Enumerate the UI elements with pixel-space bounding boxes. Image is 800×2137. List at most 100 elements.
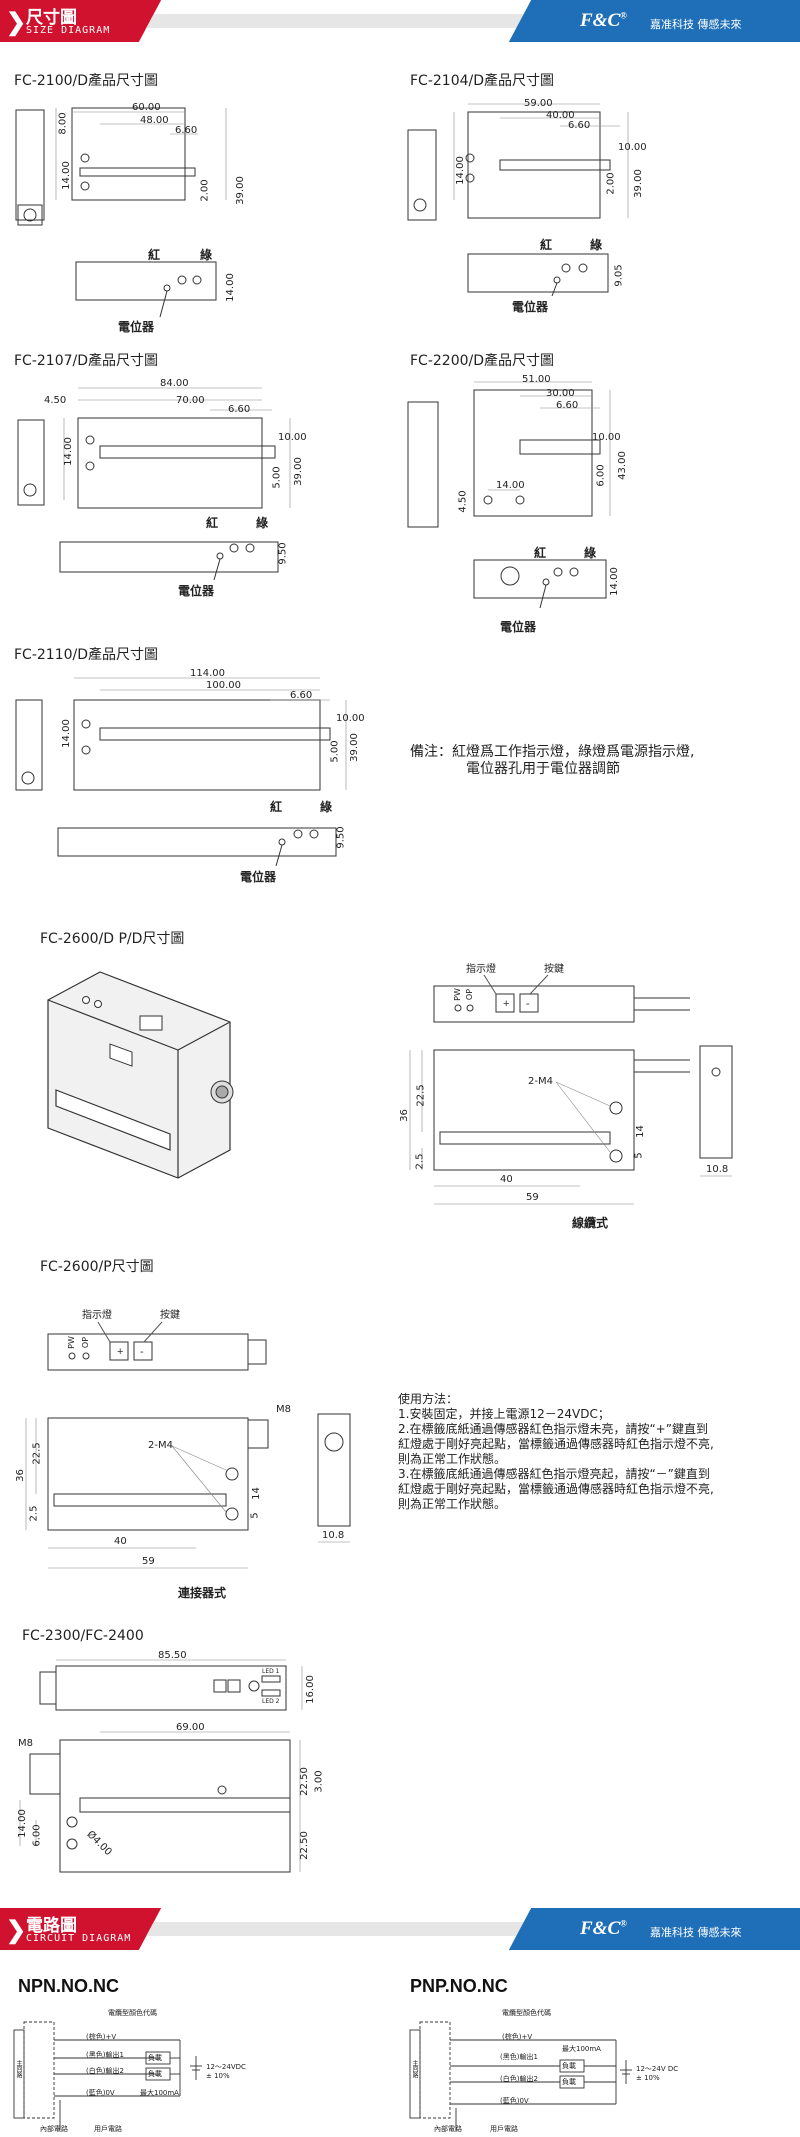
fc2600p-connector-label: 連接器式 <box>178 1586 227 1600</box>
npn-main-label: 主回路 <box>15 2060 22 2078</box>
npn-brown: (棕色)+V <box>86 2033 117 2041</box>
fc2300-dim-69: 69.00 <box>176 1722 205 1733</box>
fc2107-dim-10: 10.00 <box>278 432 307 443</box>
usage-step: 3.在標籤底紙通過傳感器紅色指示燈亮起，請按“－”鍵直到 <box>398 1467 710 1481</box>
fc2107-dim-70: 70.00 <box>176 395 205 406</box>
npn-title: NPN.NO.NC <box>18 1976 120 1996</box>
section-subtitle: SIZE DIAGRAM <box>26 25 111 36</box>
fc2110-dim-114: 114.00 <box>190 668 225 679</box>
fc2600p-dim-40: 40 <box>114 1536 127 1547</box>
fc2300-led2-label: LED 2 <box>262 1698 280 1705</box>
usage-step: 則為正常工作狀態。 <box>398 1452 507 1466</box>
fc2200-dim-6.6: 6.60 <box>556 400 579 411</box>
fc2200-dim-51: 51.00 <box>522 374 551 385</box>
usage-instructions: 使用方法： 1.安裝固定，并接上電源12－24VDC； 2.在標籤底紙通過傳感器… <box>398 1392 714 1512</box>
fc2300-led1-label: LED 1 <box>262 1668 280 1675</box>
fc2110-dim-6.6: 6.60 <box>290 690 313 701</box>
pnp-max: 最大100mA <box>562 2045 601 2053</box>
npn-white: (白色)輸出2 <box>86 2067 124 2075</box>
fc2600dp-key-label: 按鍵 <box>544 964 564 975</box>
npn-black: (黑色)輸出1 <box>86 2051 124 2059</box>
fc2110-dim-100: 100.00 <box>206 680 241 691</box>
fc2104-dim-6.6: 6.60 <box>568 120 591 131</box>
npn-tolerance: ± 10% <box>206 2072 230 2080</box>
fc2600p-dim-10.8: 10.8 <box>322 1530 345 1541</box>
fc2600p-m8-label: M8 <box>276 1404 291 1415</box>
section-title: 電路圖 <box>26 1916 77 1936</box>
fc2104-red-label: 紅 <box>540 238 553 252</box>
fc2104-dim-10: 10.00 <box>618 142 647 153</box>
npn-color-code: 電纜型顏色代碼 <box>108 2009 157 2017</box>
fc2200-dim-14: 14.00 <box>496 480 525 491</box>
fc2600dp-indicator-label: 指示燈 <box>466 964 496 975</box>
fc2107-green-label: 綠 <box>256 516 269 530</box>
svg-text:-: - <box>526 998 530 1010</box>
usage-step: 2.在標籤底紙通過傳感器紅色指示燈未亮，請按“+”鍵直到 <box>398 1422 708 1436</box>
fc2104-pot-label: 電位器 <box>512 300 549 314</box>
pnp-load-2: 負載 <box>562 2078 576 2086</box>
fc2104-dim-40: 40.00 <box>546 110 575 121</box>
fc2300-dim-85.5: 85.50 <box>158 1650 187 1661</box>
fc2200-red-label: 紅 <box>534 546 547 560</box>
fc2600p-dim-59: 59 <box>142 1556 155 1567</box>
fc2200-dim-10: 10.00 <box>592 432 621 443</box>
pnp-supply: 12～24V DC <box>636 2065 679 2073</box>
fc2200-dim-30: 30.00 <box>546 388 575 399</box>
fc2110-red-label: 紅 <box>270 800 283 814</box>
fc2104-title: FC-2104/D產品尺寸圖 <box>410 73 555 89</box>
usage-step: 紅燈處于剛好亮起點，當標籤通過傳感器時紅色指示燈不亮, <box>398 1482 714 1496</box>
fc2100-dim-48: 48.00 <box>140 115 169 126</box>
npn-load-1: 負載 <box>148 2054 162 2062</box>
fc2107-dim-6.6: 6.60 <box>228 404 251 415</box>
fc2200-title: FC-2200/D產品尺寸圖 <box>410 353 555 369</box>
pnp-main-label: 主回路 <box>411 2060 418 2078</box>
usage-step: 紅燈處于剛好亮起點，當標籤通過傳感器時紅色指示燈不亮, <box>398 1437 714 1451</box>
fc2600dp-title: FC-2600/D P/D尺寸圖 <box>40 931 185 947</box>
chevron-right-icon: ❯ <box>6 9 27 36</box>
pnp-tolerance: ± 10% <box>636 2074 660 2082</box>
fc2100-title: FC-2100/D產品尺寸圖 <box>14 73 159 89</box>
pnp-blue: (藍色)0V <box>500 2097 529 2105</box>
svg-text:-: - <box>140 1346 144 1358</box>
pnp-internal: 內部電路 <box>434 2125 462 2133</box>
fc2110-title: FC-2110/D產品尺寸圖 <box>14 647 159 663</box>
brand-slogan: 嘉准科技 傳感未來 <box>650 18 742 31</box>
fc2600dp-dim-59: 59 <box>526 1192 539 1203</box>
fc2100-dim-6.6: 6.60 <box>175 125 198 136</box>
fc2100-pot-label: 電位器 <box>118 320 155 334</box>
npn-user: 用戶電路 <box>94 2125 122 2133</box>
circuit-diagram-header: ❯ 電路圖 CIRCUIT DIAGRAM F&C® 嘉准科技 傳感未來 <box>0 1908 800 1950</box>
section-title: 尺寸圖 <box>26 8 77 28</box>
fc2107-pot-label: 電位器 <box>178 584 215 598</box>
usage-step: 1.安裝固定，并接上電源12－24VDC； <box>398 1407 610 1421</box>
fc2300-title: FC-2300/FC-2400 <box>22 1628 144 1644</box>
brand-slogan: 嘉准科技 傳感未來 <box>650 1926 742 1939</box>
fc2104-green-label: 綠 <box>590 238 603 252</box>
fc2100-green-label: 綠 <box>200 248 213 262</box>
remark: 備注：紅燈爲工作指示燈，綠燈爲電源指示燈, 電位器孔用于電位器調節 <box>410 744 694 778</box>
pnp-title: PNP.NO.NC <box>410 1976 508 1996</box>
svg-text:+: + <box>503 998 509 1010</box>
remark-line-1: 備注：紅燈爲工作指示燈，綠燈爲電源指示燈, <box>410 744 695 760</box>
fc2200-green-label: 綠 <box>584 546 597 560</box>
pnp-color-code: 電纜型顏色代碼 <box>502 2009 551 2017</box>
fc2200-pot-label: 電位器 <box>500 620 537 634</box>
fc2110-pot-label: 電位器 <box>240 870 277 884</box>
fc2300-m8-label: M8 <box>18 1738 33 1749</box>
npn-max: 最大100mA <box>140 2089 179 2097</box>
pnp-user: 用戶電路 <box>490 2125 518 2133</box>
fc2107-title: FC-2107/D產品尺寸圖 <box>14 353 159 369</box>
npn-internal: 內部電路 <box>40 2125 68 2133</box>
fc2110-green-label: 綠 <box>320 800 333 814</box>
fc2107-red-label: 紅 <box>206 516 219 530</box>
pnp-black: (黑色)輸出1 <box>500 2053 538 2061</box>
fc2600dp-m4-label: 2-M4 <box>528 1076 553 1087</box>
size-diagram-header: ❯ 尺寸圖 SIZE DIAGRAM F&C® 嘉准科技 傳感未來 <box>0 0 800 42</box>
